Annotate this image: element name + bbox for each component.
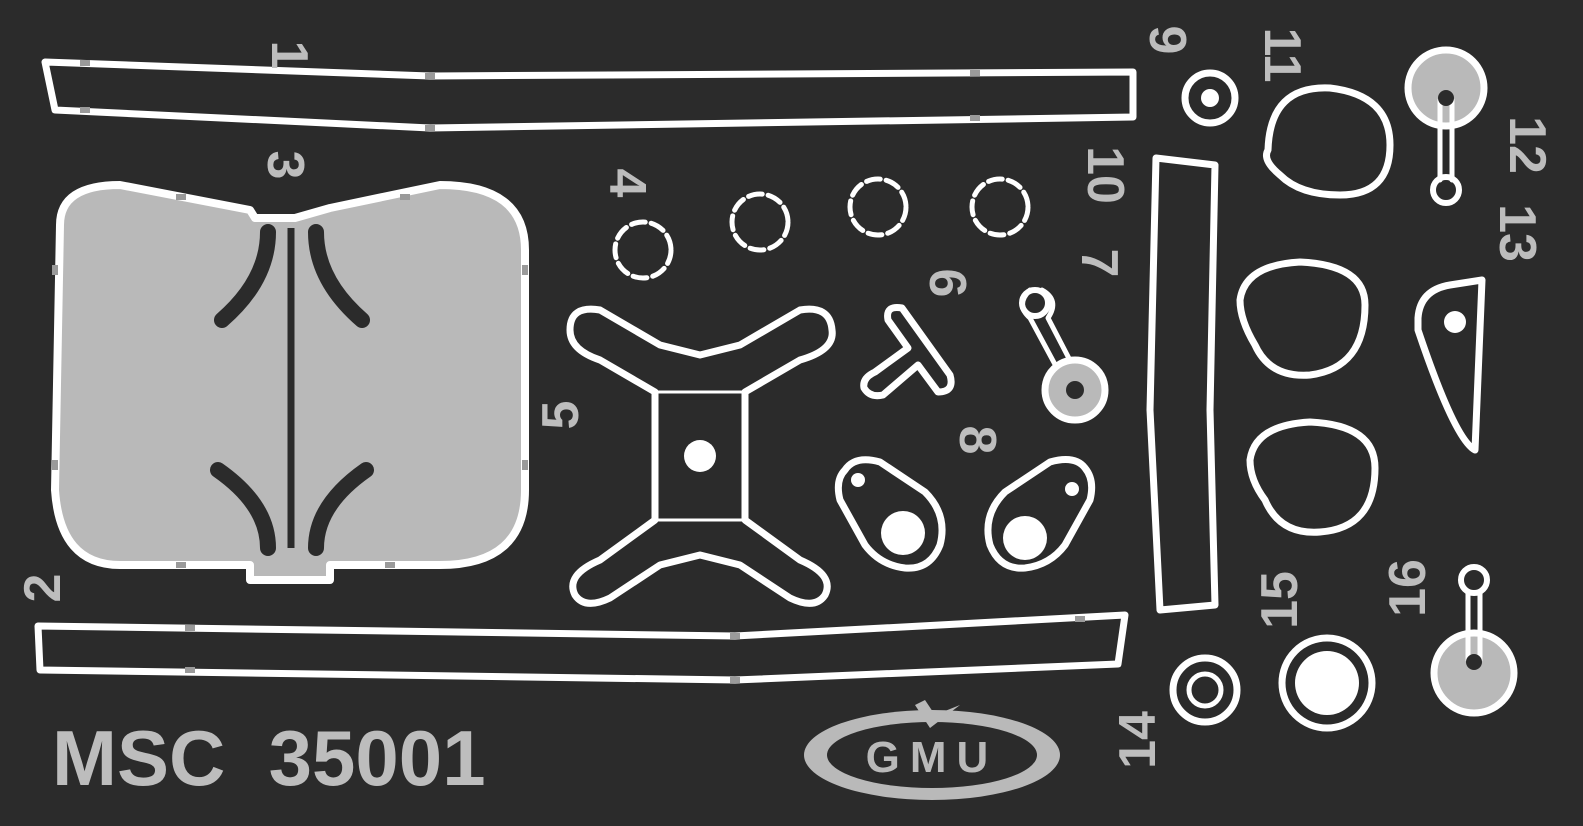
part-16-disc xyxy=(1430,564,1518,717)
label-part-3: 3 xyxy=(256,151,314,180)
part-10-bar xyxy=(1146,154,1219,614)
part-5-cross-frame xyxy=(566,305,836,607)
label-part-6: 6 xyxy=(918,269,976,298)
label-part-7: 7 xyxy=(1070,249,1128,278)
label-part-9: 9 xyxy=(1138,26,1196,55)
part-15-disc xyxy=(1278,634,1376,732)
gmu-logo-text: GMU xyxy=(866,733,999,782)
part-11-loops xyxy=(1236,84,1394,536)
label-part-12: 12 xyxy=(1498,116,1556,174)
part-labels: 1 2 3 4 5 6 7 8 9 10 11 12 13 14 15 16 xyxy=(14,26,1556,769)
part-12-disc xyxy=(1404,46,1488,206)
label-part-10: 10 xyxy=(1076,146,1134,204)
label-part-2: 2 xyxy=(14,574,72,603)
part-6-key xyxy=(860,304,955,400)
part-3-panel xyxy=(51,181,529,584)
gmu-logo: GMU xyxy=(804,700,1060,800)
part-13-wedge xyxy=(1414,276,1486,454)
part-4-gears xyxy=(612,176,1031,281)
label-part-4: 4 xyxy=(598,169,656,198)
label-part-5: 5 xyxy=(532,401,590,430)
part-8-cams xyxy=(834,456,1096,572)
label-part-14: 14 xyxy=(1109,711,1167,769)
label-part-8: 8 xyxy=(948,426,1006,455)
part-2-strip xyxy=(34,611,1129,684)
label-part-15: 15 xyxy=(1251,571,1309,629)
label-part-11: 11 xyxy=(1253,28,1311,83)
part-7-lever xyxy=(1019,287,1109,424)
product-code: MSC 35001 xyxy=(52,714,486,802)
part-9-washer xyxy=(1181,69,1239,127)
label-part-13: 13 xyxy=(1488,204,1546,262)
part-1-strip xyxy=(41,58,1137,132)
part-14-ring xyxy=(1169,654,1241,726)
label-part-16: 16 xyxy=(1379,559,1437,617)
label-part-1: 1 xyxy=(260,41,318,70)
